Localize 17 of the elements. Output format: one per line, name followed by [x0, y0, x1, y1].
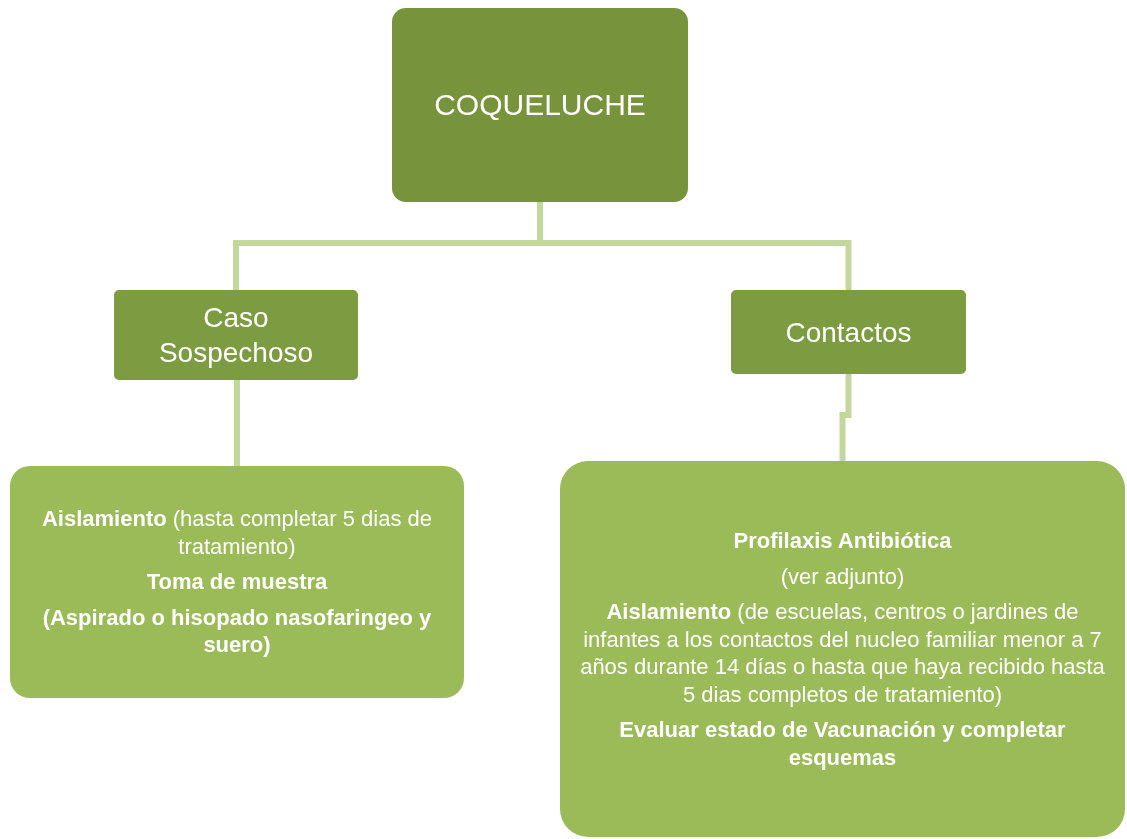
connector-line [839, 374, 852, 461]
box-text: COQUELUCHE [434, 87, 646, 124]
box-text: Aislamiento (hasta completar 5 dias de tratamiento) [40, 505, 434, 561]
box-text: Caso Sospechoso [157, 301, 315, 370]
box-text: Contactos [785, 315, 912, 350]
box-text: (ver adjunto) [780, 562, 905, 590]
title-box [392, 8, 688, 202]
action-box [560, 461, 1125, 837]
box-text: Profilaxis Antibiótica [733, 527, 952, 555]
category-box [114, 290, 358, 380]
box-text: (Aspirado o hisopado nasofaringeo y suero) [41, 603, 433, 659]
box-text: Evaluar estado de Vacunación y completar esquemas [618, 716, 1067, 771]
box-text: Aislamiento (de escuelas, centros o jardines de infantes a los contactos del nucleo familiar menor a 7 años durante 14 días o hasta que haya recibido hasta 5 dias completos de tratamiento) [579, 598, 1106, 708]
action-box [10, 466, 464, 698]
box-text: Toma de muestra [146, 568, 328, 596]
category-box [731, 290, 966, 374]
connector-line [234, 380, 240, 466]
